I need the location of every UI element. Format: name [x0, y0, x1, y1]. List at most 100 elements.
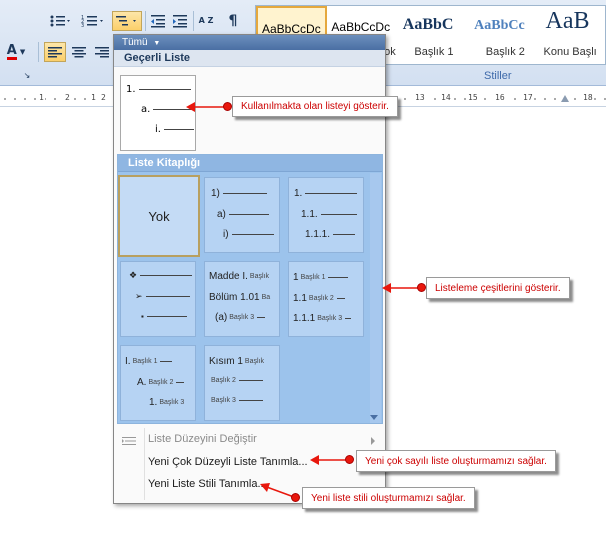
level-heading: Başlık 2 — [148, 379, 174, 386]
level-line — [231, 234, 274, 235]
list-level-3: i. — [155, 124, 194, 135]
list-level-1: 1. — [294, 188, 358, 199]
align-right-icon — [95, 47, 109, 58]
list-level-3: Başlık 3 — [209, 397, 263, 404]
level-marker: I. — [125, 356, 131, 367]
bullets-button[interactable] — [46, 11, 74, 31]
ruler-number: 14 — [440, 93, 452, 102]
pilcrow-icon: ¶ — [228, 13, 238, 29]
increase-indent-button[interactable] — [170, 11, 190, 31]
level-line — [160, 361, 173, 362]
list-level-2: ➢ — [135, 291, 190, 302]
font-color-icon: A — [6, 43, 17, 60]
list-thumb-decimal[interactable]: 1. 1.1. 1.1.1. — [288, 177, 364, 253]
level-heading: Başlık 3 — [159, 399, 185, 406]
chevron-down-icon: ▼ — [19, 48, 26, 56]
level-heading: Başlık 2 — [308, 295, 334, 302]
level-line — [238, 400, 263, 401]
callout-current-list: Kullanılmakta olan listeyi gösterir. — [232, 96, 398, 117]
chevron-down-icon: ▼ — [153, 40, 161, 47]
level-marker: a) — [217, 209, 226, 220]
level-line — [257, 317, 266, 318]
level-line — [140, 275, 193, 276]
list-thumb-paren[interactable]: 1) a) i) — [204, 177, 280, 253]
list-level-1: 1. — [126, 84, 191, 95]
list-level-2: a. — [141, 104, 194, 115]
list-library-title: Liste Kitaplığı — [118, 155, 382, 172]
show-formatting-button[interactable]: ¶ — [222, 11, 244, 31]
level-marker: (a) — [215, 312, 228, 323]
callout-list-library: Listeleme çeşitlerini gösterir. — [426, 277, 570, 299]
style-item-heading-1[interactable]: AaBbC Başlık 1 — [399, 6, 470, 64]
square-bullet-icon: ▪ — [141, 312, 144, 321]
callout-text: Listeleme çeşitlerini gösterir. — [435, 282, 561, 294]
level-line — [336, 298, 345, 299]
level-marker: 1) — [211, 188, 220, 199]
scroll-down-icon[interactable] — [370, 415, 378, 420]
list-level-2: 1.1. — [301, 209, 357, 220]
list-level-2: A.Başlık 2 — [137, 377, 185, 388]
style-sample: AaB — [545, 8, 590, 34]
list-level-2: Başlık 2 — [209, 377, 263, 384]
list-level-1: Madde I.Başlık — [209, 271, 269, 282]
define-list-style-item[interactable]: Yeni Liste Stili Tanımla... — [148, 478, 267, 490]
level-marker: 1.1. — [301, 209, 318, 220]
callout-text: Yeni çok sayılı liste oluşturmamızı sağl… — [365, 455, 547, 467]
change-list-level-item[interactable]: Liste Düzeyini Değiştir — [148, 433, 257, 445]
multilevel-list-button[interactable] — [112, 11, 142, 31]
level-line — [228, 214, 269, 215]
current-list-thumbnail[interactable]: 1. a. i. — [120, 75, 196, 151]
ruler-number: 13 — [414, 93, 426, 102]
style-sample: AaBbCcDc — [331, 20, 391, 34]
annotation-dot — [291, 493, 300, 502]
level-heading: Başlık — [249, 273, 269, 280]
list-level-2: a) — [217, 209, 269, 220]
level-heading: Başlık 1 — [132, 358, 158, 365]
sort-icon: A Z — [198, 16, 214, 25]
sort-button[interactable]: A Z — [196, 11, 216, 31]
indent-marker-icon[interactable] — [561, 95, 569, 102]
style-sample: AaBbCcDc — [262, 22, 321, 36]
list-thumb-outline[interactable]: I.Başlık 1 A.Başlık 2 1.Başlık 3 — [120, 345, 196, 421]
chevron-right-icon — [371, 437, 375, 445]
align-left-icon — [48, 47, 62, 58]
watermark: ...ers.com — [268, 510, 379, 531]
level-marker: 1.1.1. — [305, 229, 331, 240]
level-heading: Başlık — [244, 358, 264, 365]
level-marker: i) — [223, 229, 229, 240]
align-center-button[interactable] — [68, 42, 90, 62]
level-heading: Başlık 3 — [211, 397, 236, 404]
level-heading: Başlık 1 — [300, 274, 326, 281]
styles-group-label: Stiller — [484, 70, 512, 82]
bullets-icon — [50, 15, 70, 27]
level-marker: 1. — [126, 84, 136, 95]
list-thumb-none[interactable]: Yok — [118, 175, 200, 257]
filter-header[interactable]: Tümü ▼ — [114, 35, 385, 50]
ruler-number: 18 — [582, 93, 594, 102]
filter-label: Tümü — [122, 37, 148, 48]
align-right-button[interactable] — [92, 42, 112, 62]
list-thumb-bullets[interactable]: ❖ ➢ ▪ — [120, 261, 196, 337]
level-line — [222, 193, 267, 194]
library-scrollbar[interactable] — [370, 173, 381, 423]
font-color-button[interactable]: A ▼ — [2, 42, 30, 62]
font-dialog-launcher[interactable]: ↘ — [20, 68, 34, 82]
align-left-button[interactable] — [44, 42, 66, 62]
level-line — [305, 193, 358, 194]
style-item-title[interactable]: AaB Konu Başlı — [542, 6, 605, 64]
style-item-heading-2[interactable]: AaBbCc Başlık 2 — [470, 6, 541, 64]
define-multilevel-list-item[interactable]: Yeni Çok Düzeyli Liste Tanımla... — [148, 456, 308, 468]
separator — [38, 42, 39, 62]
list-level-1: 1) — [211, 188, 267, 199]
level-marker: 1 — [293, 272, 299, 283]
decrease-indent-button[interactable] — [148, 11, 168, 31]
arrow-bullet-icon: ➢ — [135, 291, 143, 301]
level-line — [138, 89, 191, 90]
list-level-3: (a)Başlık 3 — [215, 312, 266, 323]
